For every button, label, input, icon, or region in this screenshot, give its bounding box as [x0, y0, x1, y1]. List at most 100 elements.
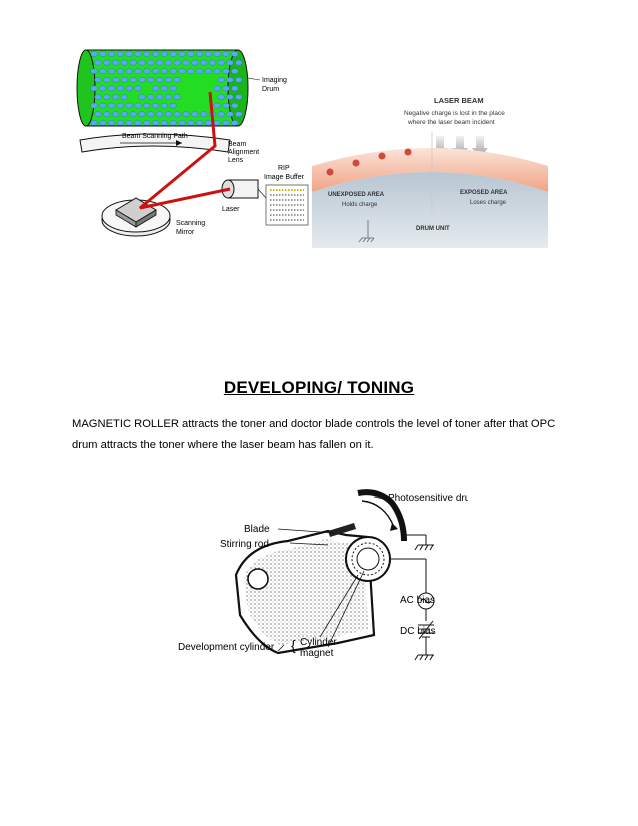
- label-magnet: magnet: [300, 648, 334, 659]
- charge-dot: [108, 51, 116, 57]
- charge-dot: [90, 102, 98, 109]
- toner: [244, 539, 368, 645]
- charge-dot: [160, 120, 168, 126]
- charge-dot: [103, 59, 111, 66]
- charge-dot: [213, 51, 221, 57]
- label-rip: RIP: [278, 165, 290, 172]
- label-alignment: Alignment: [228, 149, 259, 156]
- charge-dot: [103, 94, 111, 100]
- drum-charge-dots: [90, 51, 243, 126]
- label-development-cylinder: Development cylinder: [178, 642, 275, 653]
- label-drum: Drum: [262, 86, 279, 93]
- charge-dot: [99, 85, 107, 92]
- exposed-area-title: EXPOSED AREA: [460, 190, 508, 196]
- charge-dot: [231, 68, 239, 74]
- charge-dot: [112, 77, 120, 83]
- charge-dot: [226, 111, 234, 117]
- doctor-blade: [328, 523, 356, 537]
- charge-dot: [125, 85, 133, 92]
- bias-circuit: [390, 534, 435, 661]
- charge-band: [312, 148, 548, 192]
- charge-dot: [213, 68, 221, 74]
- charge-dot: [108, 68, 116, 74]
- charge-dot: [108, 85, 116, 92]
- charge-dot: [125, 120, 133, 126]
- charge-dot: [226, 59, 234, 66]
- label-photosensitive-drum: Photosensitive drum: [388, 493, 468, 504]
- label-scanning: Scanning: [176, 220, 205, 227]
- charge-dot: [108, 102, 116, 109]
- charge-dot: [169, 120, 177, 126]
- charge-dot: [152, 51, 160, 57]
- charge-dot: [108, 120, 116, 126]
- charge-dot: [156, 59, 164, 66]
- cylinder-magnet: [356, 547, 380, 571]
- drum-charge-diagram: LASER BEAM Negative charge is lost in th…: [312, 96, 548, 248]
- label-blade: Blade: [244, 524, 270, 535]
- charge-dot: [213, 102, 221, 109]
- label-ac-bias: AC bias: [400, 595, 435, 606]
- charge-dot: [103, 111, 111, 117]
- charge-dot: [152, 85, 160, 92]
- charge-dot: [164, 59, 172, 66]
- charge-dot: [156, 111, 164, 117]
- section-paragraph: MAGNETIC ROLLER attracts the toner and d…: [72, 418, 556, 451]
- label-lens: Lens: [228, 157, 244, 164]
- charge-dot: [200, 59, 208, 66]
- charge-dot: [231, 102, 239, 109]
- charge-dot: [90, 68, 98, 74]
- unexposed-area-title: UNEXPOSED AREA: [328, 192, 385, 198]
- charge-dot: [138, 59, 146, 66]
- charge-dot: [120, 77, 128, 83]
- charge-dot: [99, 102, 107, 109]
- charge-dot: [152, 120, 160, 126]
- charge-dot: [116, 120, 124, 126]
- charge-dot: [152, 68, 160, 74]
- charge-dot: [134, 102, 142, 109]
- charge-dot: [182, 111, 190, 117]
- charge-dot: [156, 94, 164, 100]
- charge-dot: [94, 59, 102, 66]
- charge-dot: [164, 77, 172, 83]
- charge-dot: [116, 85, 124, 92]
- drum-unit-label: DRUM UNIT: [416, 226, 450, 232]
- charge-dot: [134, 68, 142, 74]
- charge-dot: [160, 102, 168, 109]
- charge-dot: [226, 94, 234, 100]
- charge-dot: [134, 51, 142, 57]
- charge-dot: [116, 68, 124, 74]
- charge-dot: [164, 111, 172, 117]
- charge-dot: [204, 68, 212, 74]
- charge-dot: [125, 51, 133, 57]
- charge-dot: [196, 51, 204, 57]
- charge-dot: [160, 68, 168, 74]
- charge-dot: [129, 111, 137, 117]
- rip-image-buffer: [265, 184, 309, 226]
- charge-dot: [222, 120, 230, 126]
- charge-dot: [204, 51, 212, 57]
- stirring-rod: [247, 568, 269, 590]
- negative-charges: [326, 148, 412, 176]
- charge-dot: [147, 111, 155, 117]
- charge-dot: [147, 77, 155, 83]
- charge-dot: [134, 85, 142, 92]
- charge-dot: [90, 120, 98, 126]
- charge-dot: [204, 120, 212, 126]
- charge-dot: [196, 68, 204, 74]
- label-stirring-rod: Stirring rod: [220, 539, 269, 550]
- laser-beam-subtitle-1: Negative charge is lost in the place: [404, 110, 505, 117]
- charge-dot: [99, 51, 107, 57]
- label-beam-scanning-path: Beam Scanning Path: [122, 133, 188, 140]
- charge-dot: [213, 85, 221, 92]
- charge-dot: [138, 94, 146, 100]
- charge-dot: [187, 120, 195, 126]
- label-beam: Beam: [228, 141, 246, 148]
- laser-beam-subtitle-2: where the laser beam incident: [407, 119, 495, 126]
- charge-dot: [143, 102, 151, 109]
- charge-dot: [235, 94, 243, 100]
- charge-dot: [112, 59, 120, 66]
- label-dc-bias: DC bias: [400, 626, 436, 637]
- charge-dot: [178, 51, 186, 57]
- charge-dot: [173, 77, 181, 83]
- charge-dot: [200, 111, 208, 117]
